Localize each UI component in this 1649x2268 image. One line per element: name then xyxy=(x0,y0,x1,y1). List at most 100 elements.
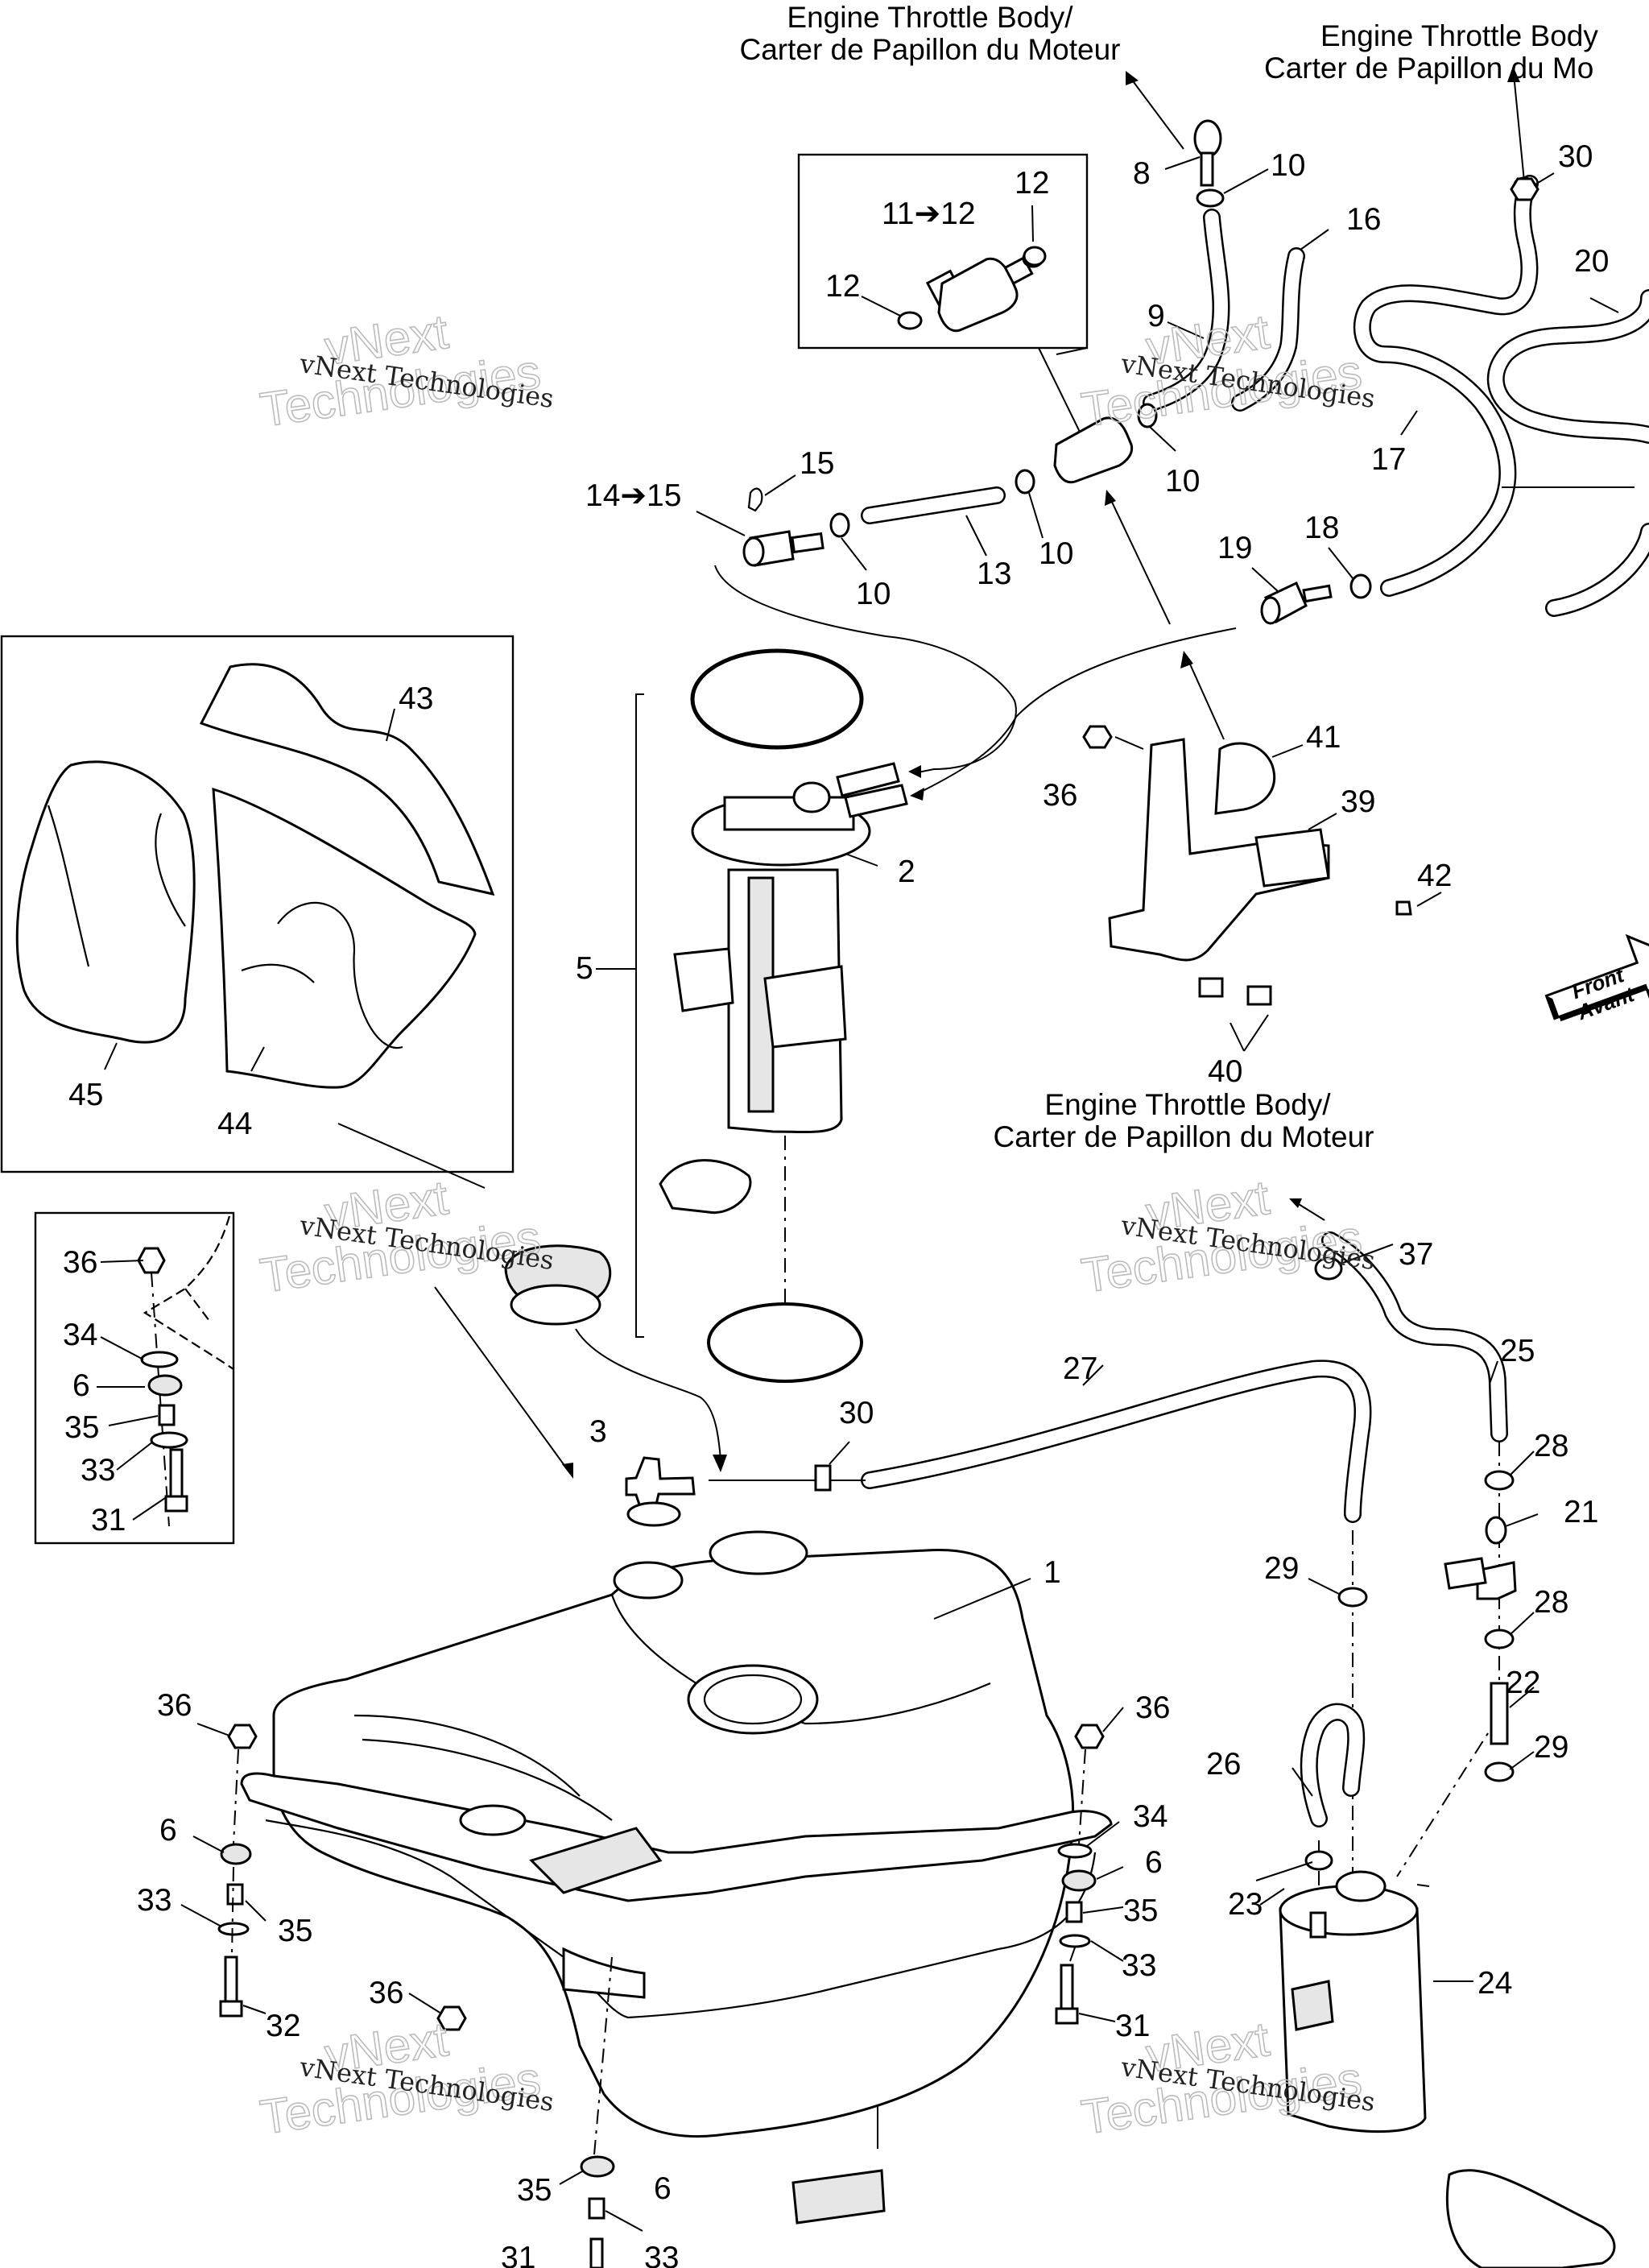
clamp-10-left xyxy=(829,512,850,538)
clamp-29a xyxy=(1337,1587,1368,1608)
callout-27: 27 xyxy=(1063,1351,1097,1386)
tank-hardware xyxy=(217,1724,1105,2268)
fuel-tank xyxy=(240,1530,1113,2225)
clamp-10-right xyxy=(1137,403,1158,428)
fuel-filter-11 xyxy=(937,257,1019,333)
callout-6a: 6 xyxy=(72,1368,90,1403)
callout-12b: 12 xyxy=(825,269,860,304)
clamp-12a-inset xyxy=(897,311,923,330)
bolt-42 xyxy=(1395,900,1412,916)
callout-15: 15 xyxy=(800,446,834,481)
callout-10c: 10 xyxy=(1039,536,1073,571)
bolt-31-inset xyxy=(169,1448,184,1500)
tank-flange xyxy=(240,1772,1113,1902)
callout-39: 39 xyxy=(1341,784,1375,819)
callout-11: 11➔12 xyxy=(882,197,976,231)
nut-36-lf xyxy=(227,1724,258,1749)
throttle-right-en: Engine Throttle Body xyxy=(1320,19,1598,52)
bolt-40a xyxy=(1198,977,1224,998)
rollover-valve-21 xyxy=(1476,1561,1517,1600)
callout-10d: 10 xyxy=(856,577,891,611)
hose-22 xyxy=(1490,1682,1509,1745)
callout-33c: 33 xyxy=(1122,1948,1156,1983)
washer-33-lf xyxy=(217,1922,250,1936)
heat-shield-inset xyxy=(0,635,515,1173)
callout-30a: 30 xyxy=(839,1396,874,1430)
pump-opening xyxy=(687,1664,819,1735)
grommet-6-inset xyxy=(147,1374,183,1397)
throttle-right-fr: Carter de Papillon du Mo xyxy=(1264,52,1593,85)
vent-port xyxy=(709,1530,808,1575)
bolt-31-rf xyxy=(1060,1964,1074,2011)
clamp-18 xyxy=(1349,573,1372,599)
callout-36e: 36 xyxy=(1043,778,1077,813)
callout-45: 45 xyxy=(68,1078,103,1112)
nut-30-top xyxy=(1510,177,1539,201)
callout-numbers: 1 2 3 5 6 6 6 6 8 9 10 10 10 10 11➔12 12… xyxy=(63,139,1609,2268)
clamp-37 xyxy=(1314,1256,1343,1281)
washer-33-rf xyxy=(1059,1934,1091,1948)
clip-30-vent xyxy=(814,1464,832,1492)
clamp-10-top xyxy=(1196,188,1225,208)
callout-14: 14➔15 xyxy=(585,478,681,513)
callout-31a: 31 xyxy=(91,1503,126,1538)
callout-43: 43 xyxy=(399,681,433,716)
clamp-10-mid xyxy=(1015,469,1035,495)
fuel-pump-module xyxy=(596,648,908,1383)
callout-8: 8 xyxy=(1133,156,1151,191)
washer-34-inset xyxy=(140,1351,179,1368)
callout-36b: 36 xyxy=(157,1688,192,1723)
throttle-mid-en: Engine Throttle Body/ xyxy=(1044,1088,1331,1121)
clamp-29b xyxy=(1484,1761,1515,1782)
throttle-top-en: Engine Throttle Body/ xyxy=(787,1,1073,34)
sleeve-35-lf xyxy=(226,1883,244,1906)
callout-35a: 35 xyxy=(64,1410,99,1445)
callout-31c: 31 xyxy=(501,2241,535,2268)
callout-36d: 36 xyxy=(369,1976,403,2010)
throttle-mid-fr: Carter de Papillon du Moteur xyxy=(993,1120,1374,1153)
callout-29b: 29 xyxy=(1534,1730,1568,1765)
callout-25: 25 xyxy=(1500,1334,1535,1368)
callout-37: 37 xyxy=(1399,1237,1433,1272)
canister-bracket xyxy=(1445,2169,1616,2268)
clamp-12b-inset xyxy=(1023,246,1047,267)
nut-36-rc xyxy=(436,2005,467,2031)
callout-1: 1 xyxy=(1044,1555,1061,1590)
callout-35b: 35 xyxy=(278,1914,312,1948)
front-direction-arrow: Front Avant xyxy=(1544,933,1649,1025)
callout-6d: 6 xyxy=(654,2171,672,2206)
grommet-6-rc xyxy=(580,2155,615,2178)
callout-12a: 12 xyxy=(1015,166,1049,201)
callout-44: 44 xyxy=(217,1107,252,1141)
callout-29a: 29 xyxy=(1264,1551,1299,1586)
callout-13: 13 xyxy=(977,557,1011,591)
callout-26: 26 xyxy=(1206,1747,1241,1782)
fuel-filter-frame xyxy=(797,153,1089,350)
nut-36-bracket xyxy=(1082,725,1113,749)
bolt-40b xyxy=(1246,985,1272,1006)
callout-34a: 34 xyxy=(63,1318,97,1352)
callout-19: 19 xyxy=(1217,531,1252,565)
filler-neck-3 xyxy=(625,1456,696,1516)
callout-36c: 36 xyxy=(1135,1691,1170,1725)
charcoal-canister-24 xyxy=(1279,1907,1427,2133)
fitting-8-stem xyxy=(1200,151,1214,187)
grommet-6-lf xyxy=(220,1843,252,1865)
fuel-cap xyxy=(337,1123,727,1527)
fuel-float xyxy=(659,1159,752,1214)
heat-shield-frame xyxy=(0,635,515,1173)
callout-18: 18 xyxy=(1304,511,1339,545)
heat-shield-43 xyxy=(199,663,495,896)
callout-28b: 28 xyxy=(1534,1585,1568,1620)
callout-28a: 28 xyxy=(1534,1429,1568,1463)
callout-6c: 6 xyxy=(1145,1845,1163,1880)
grommet-41 xyxy=(1214,742,1276,815)
sleeve-35-rf xyxy=(1065,1901,1083,1923)
clip-15 xyxy=(747,487,763,512)
callout-36a: 36 xyxy=(63,1245,97,1280)
callout-6b: 6 xyxy=(159,1813,177,1848)
lock-ring xyxy=(690,648,864,750)
bolt-32 xyxy=(224,1956,238,2003)
callout-5: 5 xyxy=(576,951,593,986)
